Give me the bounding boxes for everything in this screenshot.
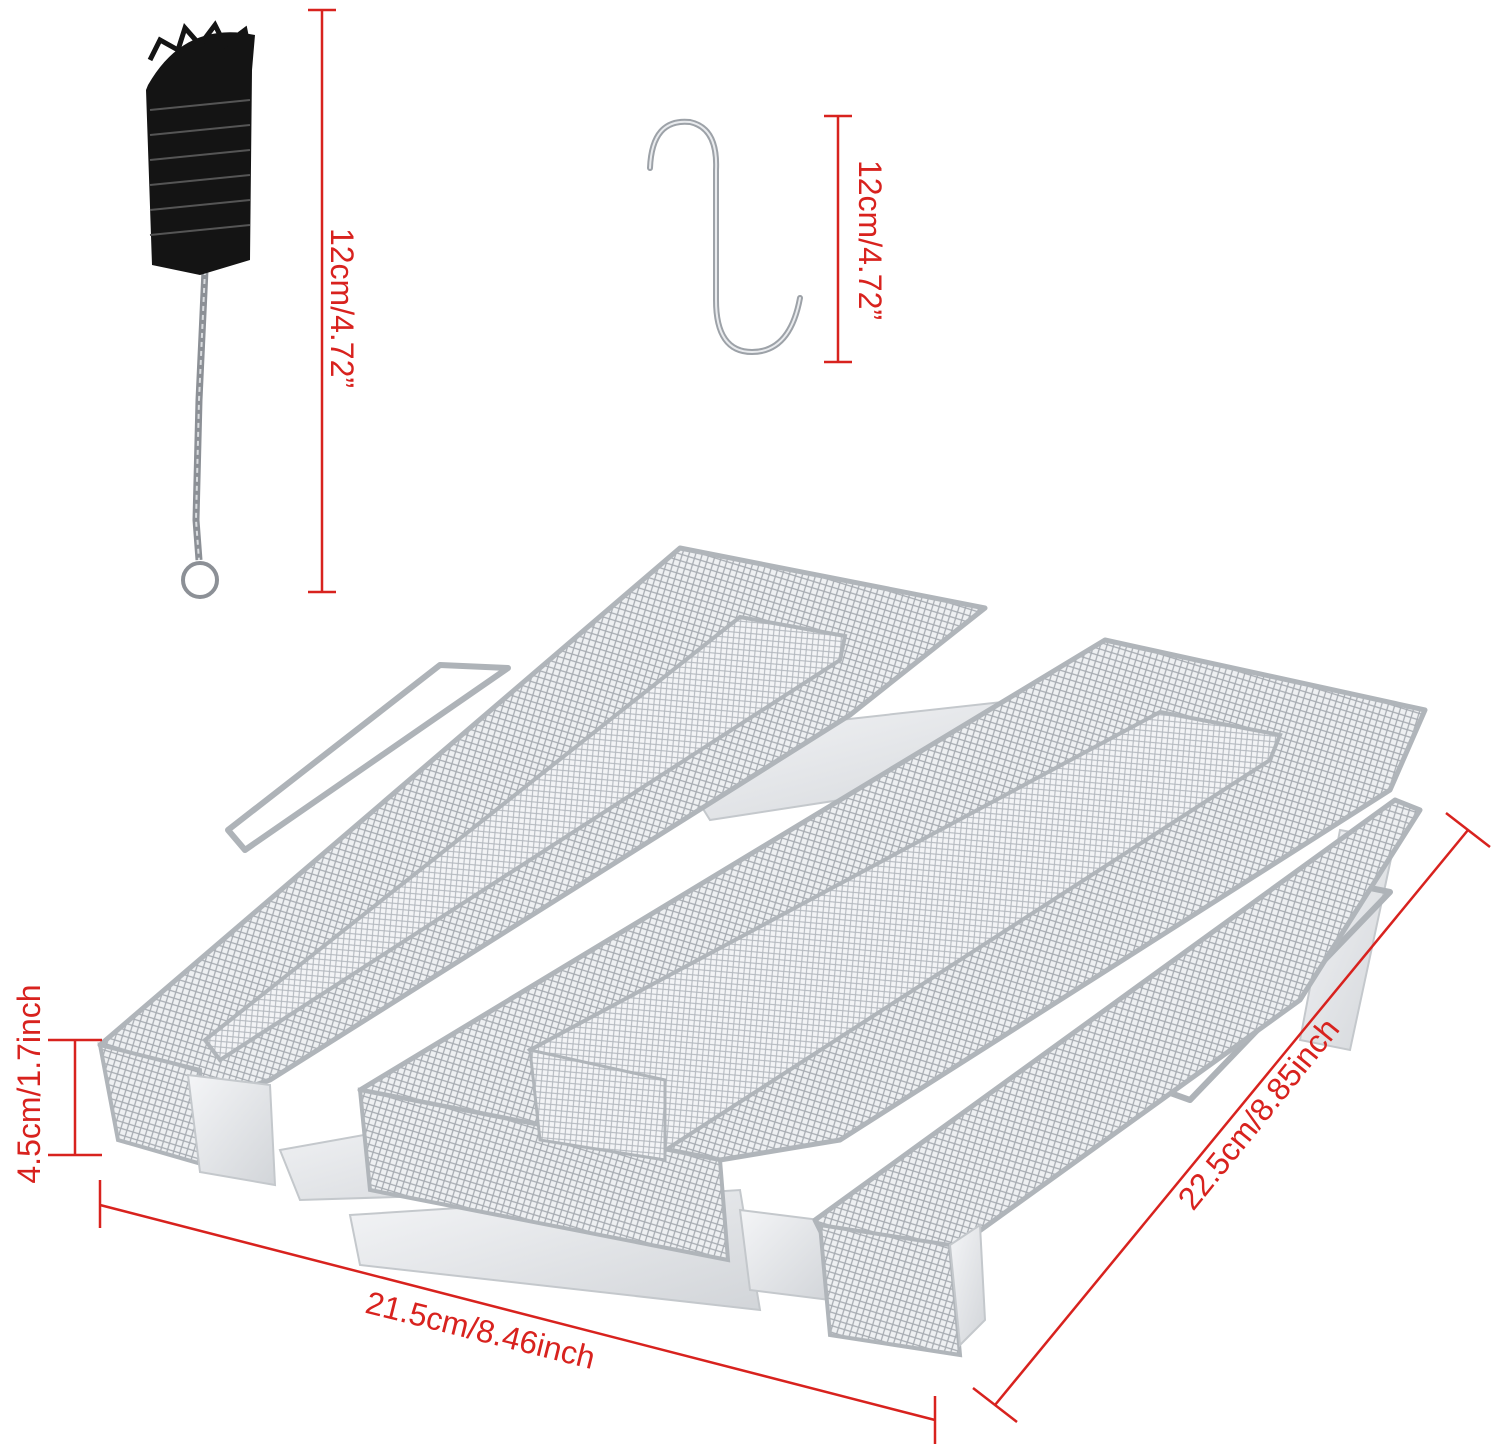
s-hook-icon	[647, 118, 803, 356]
hook-dimension-line	[824, 114, 852, 364]
brush-dimension-line	[308, 8, 336, 594]
tray-height-label: 4.5cm/1.7inch	[11, 984, 47, 1184]
tray-width-dimension-line	[98, 1180, 937, 1444]
brush-icon	[146, 20, 255, 599]
brush-length-label: 12cm/4.72”	[324, 227, 360, 389]
tray-depth-dimension-line	[972, 812, 1491, 1423]
tray-height-dimension-line	[48, 1038, 102, 1157]
hook-length-label: 12cm/4.72”	[852, 159, 888, 321]
smoker-tray-icon	[97, 545, 1428, 1358]
